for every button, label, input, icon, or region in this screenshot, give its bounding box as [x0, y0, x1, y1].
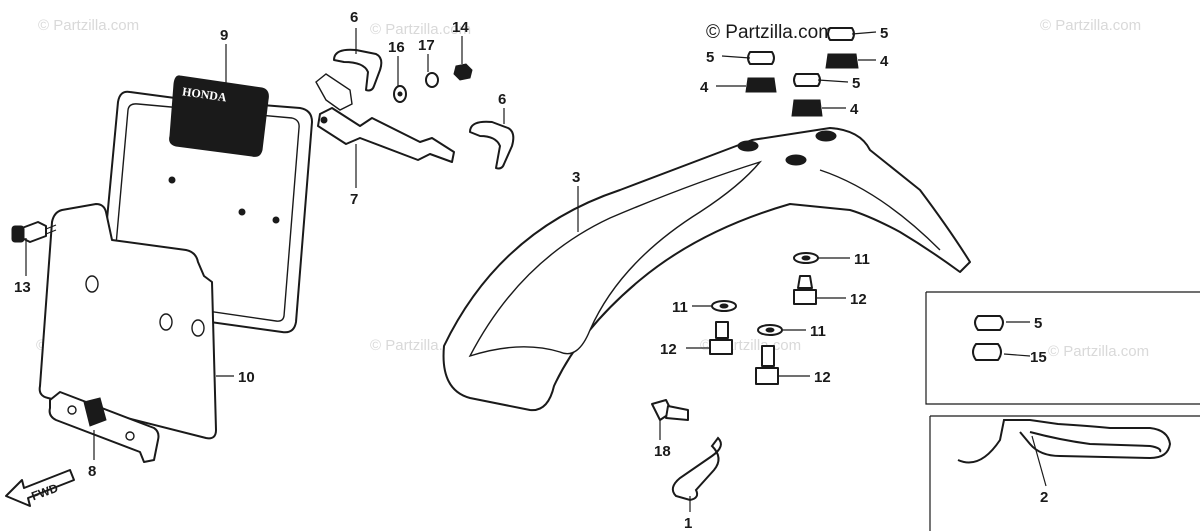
nut-14[interactable]: [453, 63, 473, 81]
collar-17[interactable]: [425, 72, 439, 88]
leader-lines: [25, 28, 1047, 512]
callout-1: 1: [684, 515, 692, 531]
bolt-12-a[interactable]: [793, 275, 817, 305]
copyright-label: © Partzilla.com: [706, 22, 834, 43]
nut-15[interactable]: [972, 343, 1002, 361]
inset-panel-upper: [925, 291, 1200, 405]
callout-numbers: 9 10 13 8 6 7 16 17 14 6 3 5 4 5 4 5 4 1…: [14, 9, 1048, 531]
callout-13: 13: [14, 279, 31, 296]
stay-bracket-7[interactable]: [315, 73, 455, 163]
collar-5-c[interactable]: [793, 73, 821, 87]
callout-7: 7: [350, 191, 358, 208]
callout-8: 8: [88, 463, 96, 480]
bracket-8[interactable]: [48, 391, 160, 463]
callout-5-top: 5: [880, 25, 888, 42]
callout-18: 18: [654, 443, 671, 460]
callout-11-right: 11: [810, 323, 826, 340]
callout-12-top: 12: [850, 291, 867, 308]
callout-3: 3: [572, 169, 580, 186]
callout-9: 9: [220, 27, 228, 44]
callout-4-top: 4: [880, 53, 889, 70]
inset-panel-lower: [929, 415, 1200, 531]
washer-11-b[interactable]: [711, 300, 737, 312]
callout-4-mid: 4: [850, 101, 859, 118]
washer-11-a[interactable]: [793, 252, 819, 264]
washer-16[interactable]: [393, 85, 407, 103]
grommet-4-c[interactable]: [791, 99, 823, 117]
callout-2: 2: [1040, 489, 1048, 506]
callout-5-inset: 5: [1034, 315, 1042, 332]
watermark-1: © Partzilla.com: [38, 17, 139, 34]
callout-6-upper: 6: [350, 9, 358, 26]
collar-5-b[interactable]: [747, 51, 775, 65]
callout-6-lower: 6: [498, 91, 506, 108]
callout-15: 15: [1030, 349, 1047, 366]
callout-17: 17: [418, 37, 435, 54]
plate-emblem: HONDA: [181, 84, 228, 104]
plate-cover[interactable]: [38, 203, 217, 440]
grommet-4-a[interactable]: [825, 53, 859, 69]
bolt-12-b[interactable]: [709, 321, 733, 355]
callout-14: 14: [452, 19, 469, 36]
clamp-6-upper[interactable]: [333, 48, 383, 92]
fwd-arrow: FWD: [5, 469, 75, 507]
wire-stay-2[interactable]: [957, 419, 1172, 464]
watermark-2: © Partzilla.com: [370, 21, 471, 38]
clip-1[interactable]: [671, 436, 722, 502]
grommet-4-b[interactable]: [745, 77, 777, 93]
watermark-3: © Partzilla.com: [1040, 17, 1141, 34]
callout-16: 16: [388, 39, 405, 56]
bolt-12-c[interactable]: [755, 345, 779, 385]
callout-5-mid: 5: [852, 75, 860, 92]
callout-12-right: 12: [814, 369, 831, 386]
callout-11-left: 11: [672, 299, 688, 316]
front-fender-3[interactable]: [442, 127, 971, 412]
callout-4-left: 4: [700, 79, 709, 96]
callout-5-left: 5: [706, 49, 714, 66]
watermark-7: © Partzilla.com: [1048, 343, 1149, 360]
callout-10: 10: [238, 369, 255, 386]
callout-11-top: 11: [854, 251, 870, 268]
collar-5-d[interactable]: [974, 315, 1004, 331]
bolt-18[interactable]: [651, 399, 689, 421]
callout-12-left: 12: [660, 341, 677, 358]
washer-11-c[interactable]: [757, 324, 783, 336]
collar-5-a[interactable]: [827, 27, 855, 41]
clamp-6-lower[interactable]: [469, 120, 515, 170]
bolt-13[interactable]: [11, 221, 57, 243]
